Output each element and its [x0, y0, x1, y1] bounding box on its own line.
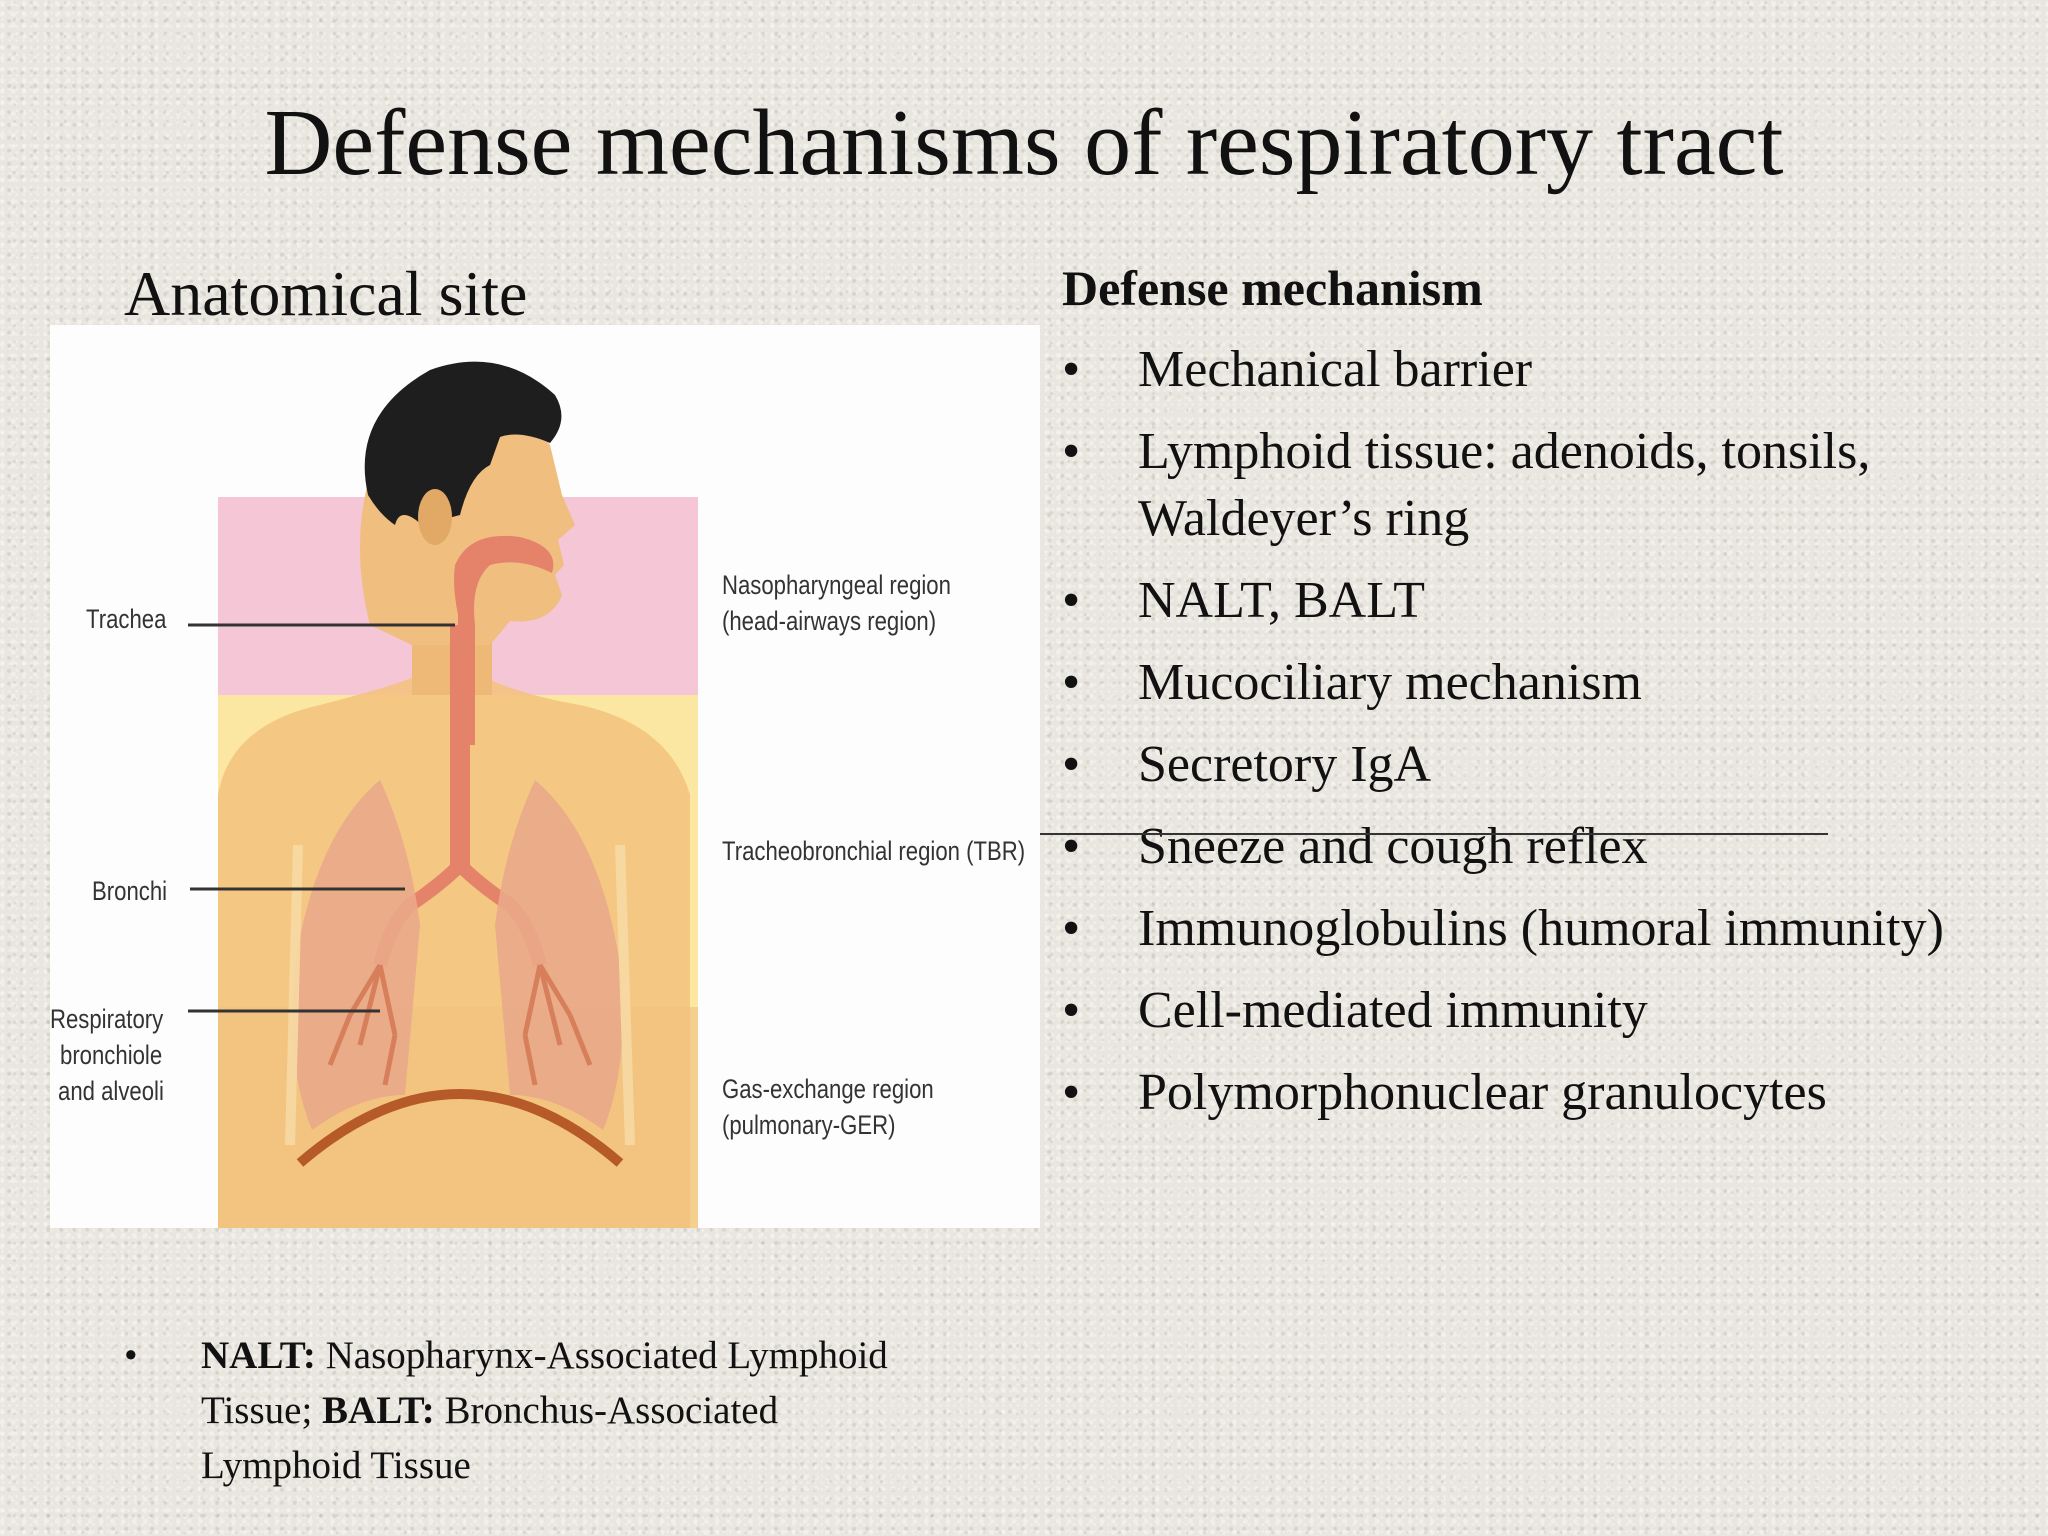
balt-definition: Bronchus-Associated Lymphoid Tissue [201, 1389, 779, 1487]
nalt-definition: Nasopharynx-Associated Lymphoid Tissue; [201, 1334, 888, 1432]
ribs [285, 844, 635, 1146]
bronchi-label: Bronchi [92, 876, 168, 906]
defense-mechanism-list: •Mechanical barrier •Lymphoid tissue: ad… [1062, 336, 2022, 1141]
list-item: •NALT, BALT [1062, 572, 1425, 629]
list-item: •Lymphoid tissue: adenoids, tonsils, Wal… [1062, 423, 1871, 547]
list-item-text: Sneeze and cough reflex [1138, 818, 1648, 875]
nasopharyngeal-label-line-2: (head-airways region) [722, 606, 937, 636]
defense-mechanism-heading: Defense mechanism [1062, 260, 1483, 316]
gas-exchange-label-line-1: Gas-exchange region [722, 1074, 934, 1104]
list-item: •Polymorphonuclear granulocytes [1062, 1064, 1827, 1121]
respiratory-tract-illustration [188, 361, 698, 1228]
respiratory-label-line-1: Respiratory [50, 1004, 164, 1034]
trachea-shape [450, 625, 470, 875]
slide-title: Defense mechanisms of respiratory tract [264, 91, 1784, 195]
hair-shape [364, 361, 562, 525]
anatomical-site-heading: Anatomical site [124, 258, 528, 329]
respiratory-label-line-2: bronchiole [60, 1040, 163, 1070]
left-lung-shape [292, 780, 420, 1130]
list-item-text: NALT, BALT [1138, 572, 1425, 629]
list-item: •Mucociliary mechanism [1062, 654, 1642, 711]
region-divider-line [1040, 833, 1828, 835]
list-item-text: Mucociliary mechanism [1138, 654, 1642, 711]
list-item-text: Polymorphonuclear granulocytes [1138, 1064, 1827, 1121]
nasopharyngeal-label-line-1: Nasopharyngeal region [722, 570, 951, 600]
trachea-label: Trachea [86, 604, 167, 634]
list-item: •Mechanical barrier [1062, 341, 1533, 398]
gas-exchange-label-line-2: (pulmonary-GER) [722, 1110, 896, 1140]
diaphragm-shape [296, 1089, 624, 1167]
nalt-abbreviation: NALT: [201, 1334, 316, 1377]
list-item-text: Lymphoid tissue: adenoids, tonsils, Wald… [1138, 423, 1871, 547]
list-item: •Secretory IgA [1062, 736, 1432, 793]
list-item-text: Immunoglobulins (humoral immunity) [1138, 900, 1944, 957]
respiratory-label-line-3: and alveoli [58, 1076, 164, 1106]
tracheobronchial-label: Tracheobronchial region (TBR) [722, 836, 1026, 866]
bronchial-tree [327, 963, 593, 1086]
list-item: •Immunoglobulins (humoral immunity) [1062, 900, 1944, 957]
list-item: •Cell-mediated immunity [1062, 982, 1648, 1039]
list-item-text: Mechanical barrier [1138, 341, 1533, 398]
footnote-text: NALT: Nasopharynx-Associated Lymphoid Ti… [124, 1328, 924, 1493]
balt-abbreviation: BALT: [322, 1389, 435, 1432]
ear-shape [418, 489, 452, 545]
respiratory-tract-figure: Trachea Bronchi Respiratory bronchiole a… [50, 325, 1040, 1228]
list-item-text: Secretory IgA [1138, 736, 1432, 793]
list-item-text: Cell-mediated immunity [1138, 982, 1648, 1039]
list-item: •Sneeze and cough reflex [1062, 818, 1648, 875]
abbreviation-footnote: • NALT: Nasopharynx-Associated Lymphoid … [124, 1328, 924, 1493]
